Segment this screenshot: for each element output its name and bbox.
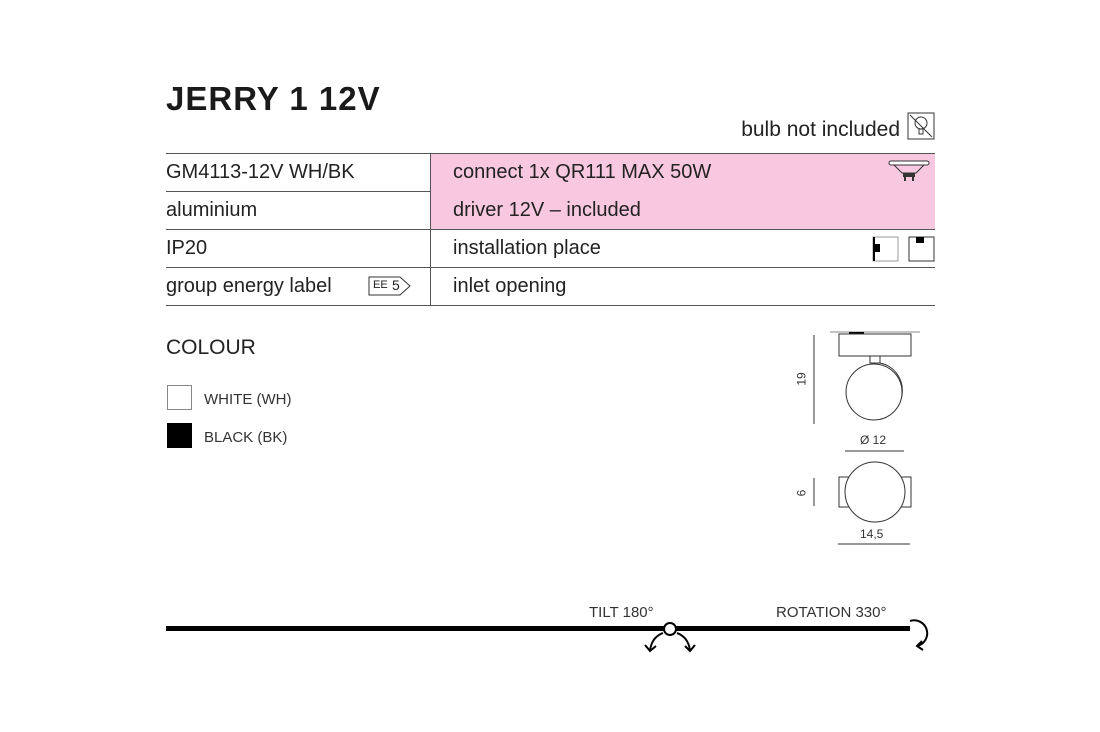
qr111-lamp-icon xyxy=(888,160,930,181)
driver-spec: driver 12V – included xyxy=(453,199,641,221)
colour-swatch-white[interactable] xyxy=(167,385,192,410)
bulb-note: bulb not included xyxy=(741,118,900,141)
dim-diameter: Ø 12 xyxy=(860,433,887,447)
colour-swatch-black[interactable] xyxy=(167,423,192,448)
product-title: JERRY 1 12V xyxy=(166,80,381,117)
bulb-spec: connect 1x QR111 MAX 50W xyxy=(453,161,712,183)
tilt-label: TILT 180° xyxy=(589,604,654,621)
dimension-drawing xyxy=(813,331,920,545)
tilt-icon xyxy=(644,622,696,653)
material: aluminium xyxy=(166,199,258,221)
dim-depth: 6 xyxy=(794,489,809,497)
dim-width: 14,5 xyxy=(860,527,884,541)
installation-place: installation place xyxy=(453,237,601,259)
colour-heading: COLOUR xyxy=(166,336,256,359)
rotation-icon xyxy=(909,619,929,651)
installation-place-icons xyxy=(872,236,935,262)
bulb-not-included-icon xyxy=(907,112,935,140)
colour-label-black: BLACK (BK) xyxy=(204,429,288,446)
energy-label: group energy label xyxy=(166,275,332,297)
colour-label-white: WHITE (WH) xyxy=(204,391,292,408)
ip-rating: IP20 xyxy=(166,237,208,259)
product-code: GM4113-12V WH/BK xyxy=(166,161,355,183)
inlet-opening: inlet opening xyxy=(453,275,567,297)
dim-height: 19 xyxy=(794,372,809,386)
adjustment-bar xyxy=(166,619,929,653)
highlight-block xyxy=(431,154,935,229)
rotation-label: ROTATION 330° xyxy=(776,604,887,621)
